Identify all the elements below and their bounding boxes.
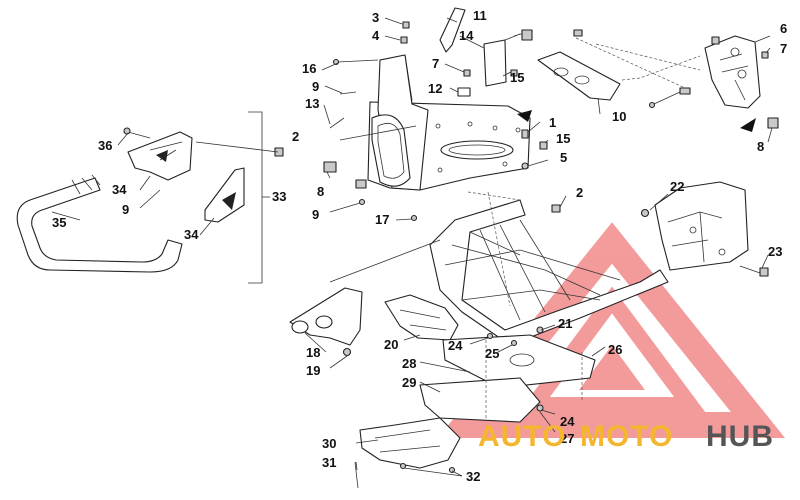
frame-corner-group <box>640 181 769 277</box>
callout-22: 22 <box>670 179 684 194</box>
callout-11: 11 <box>473 8 487 23</box>
callout-7: 7 <box>780 41 787 56</box>
lower-bracket-part <box>384 294 459 341</box>
callout-27: 27 <box>560 431 574 446</box>
watermark-hub: HUB <box>706 420 774 453</box>
callout-21: 21 <box>558 316 572 331</box>
callout-28: 28 <box>402 356 416 371</box>
callout-3: 3 <box>372 10 379 25</box>
callout-34: 34 <box>112 182 127 197</box>
callout-19: 19 <box>306 363 320 378</box>
callout-2: 2 <box>576 185 583 200</box>
heat-guard-part <box>359 417 461 469</box>
callout-6: 6 <box>780 21 787 36</box>
callout-5: 5 <box>560 150 567 165</box>
callout-17: 17 <box>375 212 389 227</box>
callout-13: 13 <box>305 96 319 111</box>
chassis-frame-group <box>289 191 669 489</box>
callout-25: 25 <box>485 346 499 361</box>
skid-plate-lower-part <box>419 377 541 423</box>
chassis-frame-part <box>429 199 669 346</box>
left-bumper-group <box>16 111 284 284</box>
callout-15: 15 <box>510 70 524 85</box>
callout-15: 15 <box>556 131 570 146</box>
callout-9: 9 <box>312 207 319 222</box>
callout-9: 9 <box>312 79 319 94</box>
callout-9: 9 <box>122 202 129 217</box>
callout-20: 20 <box>384 337 398 352</box>
front-bulkhead-group <box>321 7 549 222</box>
callout-26: 26 <box>608 342 622 357</box>
callout-36: 36 <box>98 138 112 153</box>
watermark-auto: AUTO <box>478 420 566 453</box>
callout-31: 31 <box>322 455 336 470</box>
front-bumper-part <box>16 177 183 273</box>
bulkhead-opening-left <box>371 114 411 187</box>
callout-10: 10 <box>612 109 626 124</box>
callout-16: 16 <box>302 61 316 76</box>
callout-7: 7 <box>432 56 439 71</box>
callout-29: 29 <box>402 375 416 390</box>
callout-8: 8 <box>317 184 324 199</box>
callout-32: 32 <box>466 469 480 484</box>
callout-34: 34 <box>184 227 199 242</box>
side-bracket-part <box>204 167 245 223</box>
upper-right-group <box>537 29 779 143</box>
callout-12: 12 <box>428 81 442 96</box>
callout-30: 30 <box>322 436 336 451</box>
callout-24: 24 <box>560 414 575 429</box>
callout-8: 8 <box>757 139 764 154</box>
callout-18: 18 <box>306 345 320 360</box>
callout-24: 24 <box>448 338 463 353</box>
side-mount-bracket-part <box>704 35 761 109</box>
watermark-wordmark: AUTO MOTO HUB <box>478 420 774 453</box>
callout-labels: 1 2 2 3 4 5 6 7 7 8 8 9 9 9 10 11 12 13 … <box>52 8 787 484</box>
module-box-part <box>483 39 507 87</box>
watermark-moto: MOTO <box>580 420 673 453</box>
callout-35: 35 <box>52 215 66 230</box>
skid-plate-upper-part <box>442 334 596 389</box>
callout-1: 1 <box>549 115 556 130</box>
callout-33: 33 <box>272 189 286 204</box>
callout-14: 14 <box>459 28 474 43</box>
callout-2: 2 <box>292 129 299 144</box>
mount-flag-part <box>439 7 466 53</box>
callout-23: 23 <box>768 244 782 259</box>
callout-4: 4 <box>372 28 380 43</box>
